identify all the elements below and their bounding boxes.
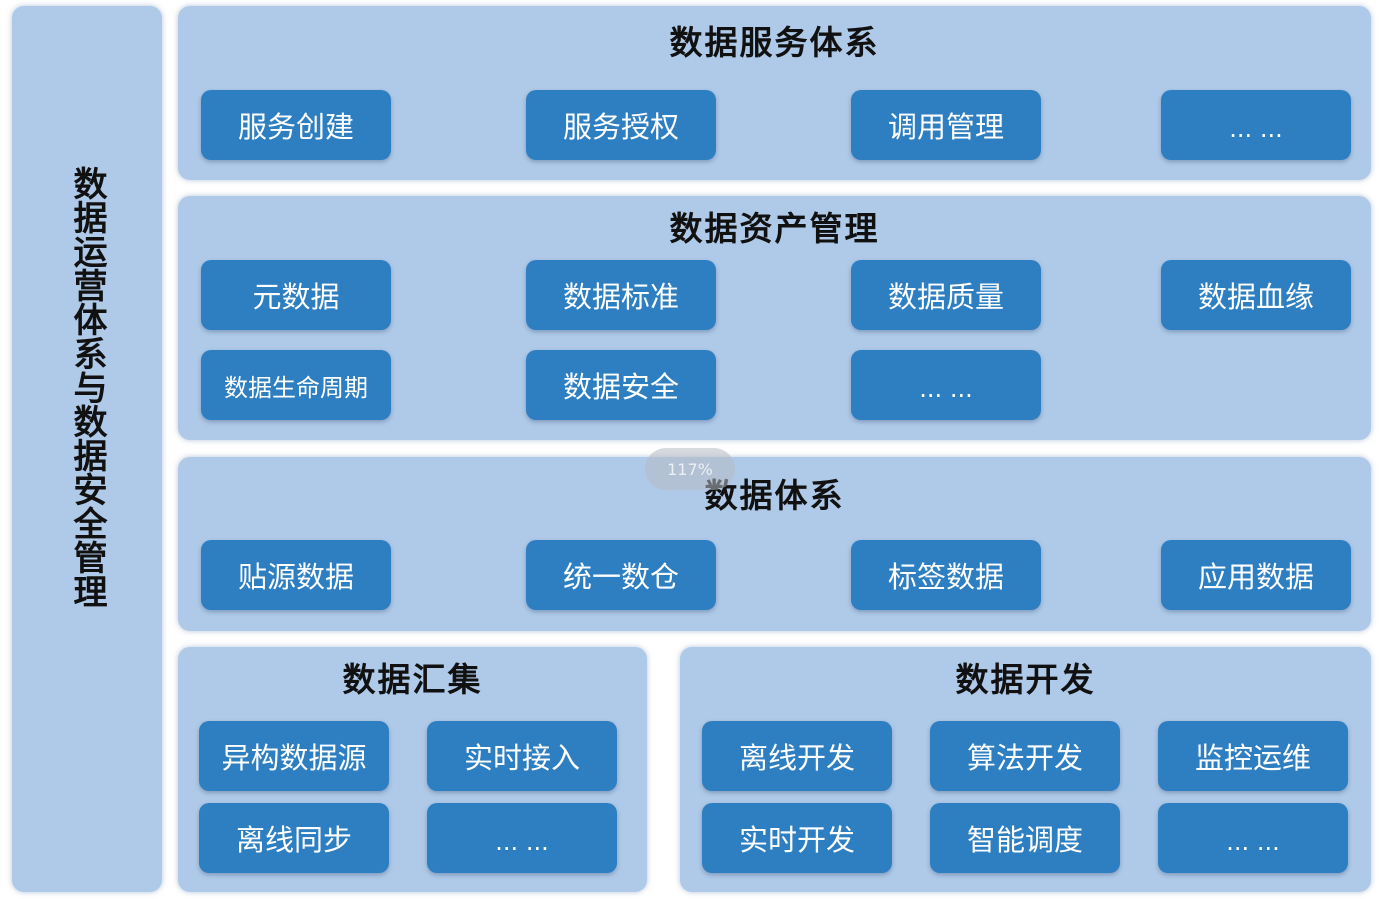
side-panel-operations-security: 数据运营体系与数据安全管理	[12, 6, 162, 892]
box-service-more[interactable]: ... ...	[1161, 90, 1351, 160]
box-data-lineage[interactable]: 数据血缘	[1161, 260, 1351, 330]
box-metadata[interactable]: 元数据	[201, 260, 391, 330]
box-data-quality[interactable]: 数据质量	[851, 260, 1041, 330]
box-unified-warehouse[interactable]: 统一数仓	[526, 540, 716, 610]
box-data-lifecycle[interactable]: 数据生命周期	[201, 350, 391, 420]
panel-data-development-title: 数据开发	[955, 660, 1096, 699]
box-offline-development[interactable]: 离线开发	[702, 721, 892, 791]
box-offline-sync[interactable]: 离线同步	[199, 803, 389, 873]
side-panel-title: 数据运营体系与数据安全管理	[67, 166, 107, 608]
panel-asset-management-title: 数据资产管理	[669, 209, 880, 248]
box-algorithm-development[interactable]: 算法开发	[930, 721, 1120, 791]
box-application-data[interactable]: 应用数据	[1161, 540, 1351, 610]
box-tag-data[interactable]: 标签数据	[851, 540, 1041, 610]
zoom-level-badge: 117%	[645, 448, 735, 490]
box-realtime-ingest[interactable]: 实时接入	[427, 721, 617, 791]
box-collection-more[interactable]: ... ...	[427, 803, 617, 873]
panel-service-system-title: 数据服务体系	[669, 23, 880, 62]
box-smart-scheduling[interactable]: 智能调度	[930, 803, 1120, 873]
box-source-data[interactable]: 贴源数据	[201, 540, 391, 610]
box-data-standard[interactable]: 数据标准	[526, 260, 716, 330]
box-development-more[interactable]: ... ...	[1158, 803, 1348, 873]
box-service-create[interactable]: 服务创建	[201, 90, 391, 160]
box-data-security[interactable]: 数据安全	[526, 350, 716, 420]
box-call-management[interactable]: 调用管理	[851, 90, 1041, 160]
box-asset-more[interactable]: ... ...	[851, 350, 1041, 420]
panel-data-collection-title: 数据汇集	[342, 660, 483, 699]
box-monitoring-ops[interactable]: 监控运维	[1158, 721, 1348, 791]
box-realtime-development[interactable]: 实时开发	[702, 803, 892, 873]
box-service-authorize[interactable]: 服务授权	[526, 90, 716, 160]
box-heterogeneous-source[interactable]: 异构数据源	[199, 721, 389, 791]
panel-data-system-title: 数据体系	[704, 476, 845, 515]
